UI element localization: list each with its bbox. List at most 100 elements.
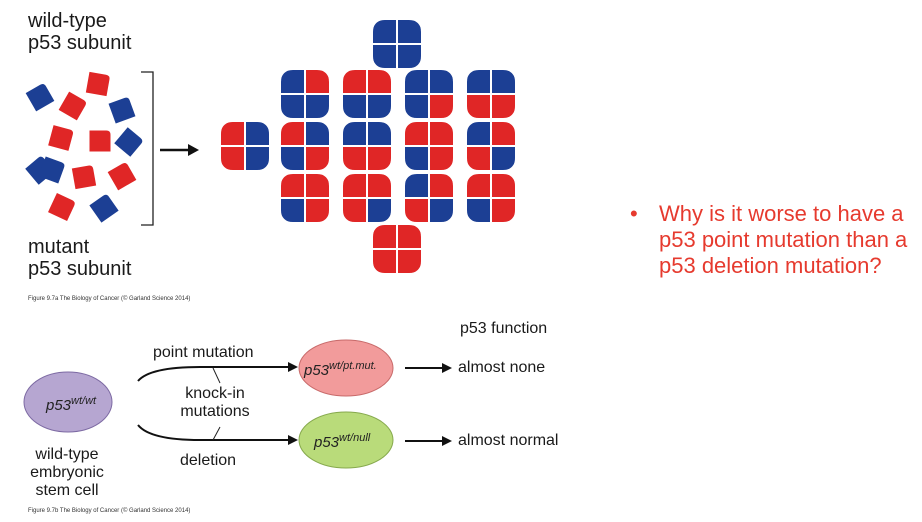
tetramer-subunit <box>368 199 391 222</box>
tetramer-subunit <box>405 95 428 118</box>
tetramer-subunit <box>246 122 269 145</box>
tetramer-subunit <box>373 250 396 273</box>
tetramer-subunit <box>405 122 428 145</box>
assembly-arrow-head <box>188 144 199 156</box>
tetramer-subunit <box>343 95 366 118</box>
tetramer-subunit <box>343 122 366 145</box>
tetramer-subunit <box>221 122 244 145</box>
tetramer-outline <box>465 68 517 120</box>
tetramer-subunit <box>281 199 304 222</box>
tetramer-subunit <box>405 174 428 197</box>
subunit-piece <box>48 125 73 151</box>
tetramer-outline <box>465 120 517 172</box>
tetramer-outline <box>371 18 423 70</box>
tetramer-outline <box>279 68 331 120</box>
tetramer-subunit <box>430 122 453 145</box>
tetramer-subunit <box>281 95 304 118</box>
figure-caption-a: Figure 9.7a The Biology of Cancer (© Gar… <box>28 296 191 302</box>
tetramer-subunit <box>343 174 366 197</box>
tetramer <box>219 120 271 172</box>
tetramer-subunit <box>343 70 366 93</box>
tetramer <box>403 68 455 120</box>
tetramer-subunit <box>492 70 515 93</box>
question-text: Why is it worse to have a p53 point muta… <box>659 201 908 278</box>
tetramer <box>341 120 393 172</box>
tetramer <box>465 68 517 120</box>
tetramer <box>403 172 455 224</box>
null-mutant-genotype: p53wt/null <box>314 432 371 451</box>
tetramer-subunit <box>405 70 428 93</box>
tetramer-subunit <box>246 147 269 170</box>
subunit-piece <box>114 127 143 157</box>
tetramer <box>465 172 517 224</box>
tetramer-subunit <box>430 70 453 93</box>
subunit-piece <box>38 156 65 184</box>
tetramer-subunit <box>368 174 391 197</box>
tetramer-subunit <box>467 199 490 222</box>
tetramer <box>279 120 331 172</box>
tetramer-subunit <box>492 95 515 118</box>
tetramer-subunit <box>306 95 329 118</box>
tetramer-subunit <box>343 147 366 170</box>
tetramer-outline <box>341 120 393 172</box>
null-mutant-ellipse <box>298 411 394 469</box>
tetramer-subunit <box>398 45 421 68</box>
tetramer-outline <box>403 120 455 172</box>
tetramer <box>403 120 455 172</box>
tetramer-subunit <box>405 199 428 222</box>
tetramer-subunit <box>306 122 329 145</box>
tetramer-outline <box>279 120 331 172</box>
tetramer-subunit <box>467 147 490 170</box>
tetramer-subunit <box>430 95 453 118</box>
point-mutation-label: point mutation <box>153 344 254 361</box>
tetramer-outline <box>219 120 271 172</box>
tetramer-outline <box>341 172 393 224</box>
tetramer <box>341 68 393 120</box>
subunit-piece <box>25 83 55 112</box>
tetramer-subunit <box>281 147 304 170</box>
subunit-pieces <box>25 71 143 223</box>
tetramer-subunit <box>306 147 329 170</box>
subunit-piece <box>85 71 110 97</box>
tetramer <box>371 223 423 275</box>
tetramer-subunit <box>281 70 304 93</box>
lower-result: almost normal <box>458 432 559 449</box>
start-caption: wild-type embryonic stem cell <box>30 446 104 499</box>
tetramer-subunit <box>430 174 453 197</box>
tetramer-outline <box>403 68 455 120</box>
wild-type-subunit-label: wild-type p53 subunit <box>28 10 132 54</box>
tetramer-subunit <box>373 225 396 248</box>
tetramer-outline <box>465 172 517 224</box>
tetramer-subunit <box>467 95 490 118</box>
tetramer-subunit <box>221 147 244 170</box>
tetramer-subunit <box>343 199 366 222</box>
tetramer-subunit <box>492 174 515 197</box>
tetramer-subunit <box>467 70 490 93</box>
tetramer-outline <box>371 223 423 275</box>
bullet-dot: • <box>630 201 638 226</box>
knock-in-label: knock-in mutations <box>180 385 250 420</box>
tetramer <box>279 68 331 120</box>
tetramer-subunit <box>373 20 396 43</box>
tetramer-subunit <box>398 20 421 43</box>
tetramer-subunit <box>368 95 391 118</box>
tetramer-grid <box>219 18 517 275</box>
tetramer-subunit <box>430 199 453 222</box>
tetramer-subunit <box>405 147 428 170</box>
tetramer-subunit <box>492 199 515 222</box>
subunit-piece <box>48 193 75 221</box>
tetramer-subunit <box>306 70 329 93</box>
figure-caption-b: Figure 9.7b The Biology of Cancer (© Gar… <box>28 508 191 514</box>
upper-result: almost none <box>458 359 546 376</box>
subunit-piece <box>58 91 87 121</box>
tetramer-subunit <box>373 45 396 68</box>
tetramer-subunit <box>467 122 490 145</box>
point-mutant-ellipse <box>298 339 394 397</box>
tetramer-outline <box>279 172 331 224</box>
tetramer-subunit <box>281 122 304 145</box>
tetramer-subunit <box>281 174 304 197</box>
tetramer <box>279 172 331 224</box>
tetramer-subunit <box>492 147 515 170</box>
